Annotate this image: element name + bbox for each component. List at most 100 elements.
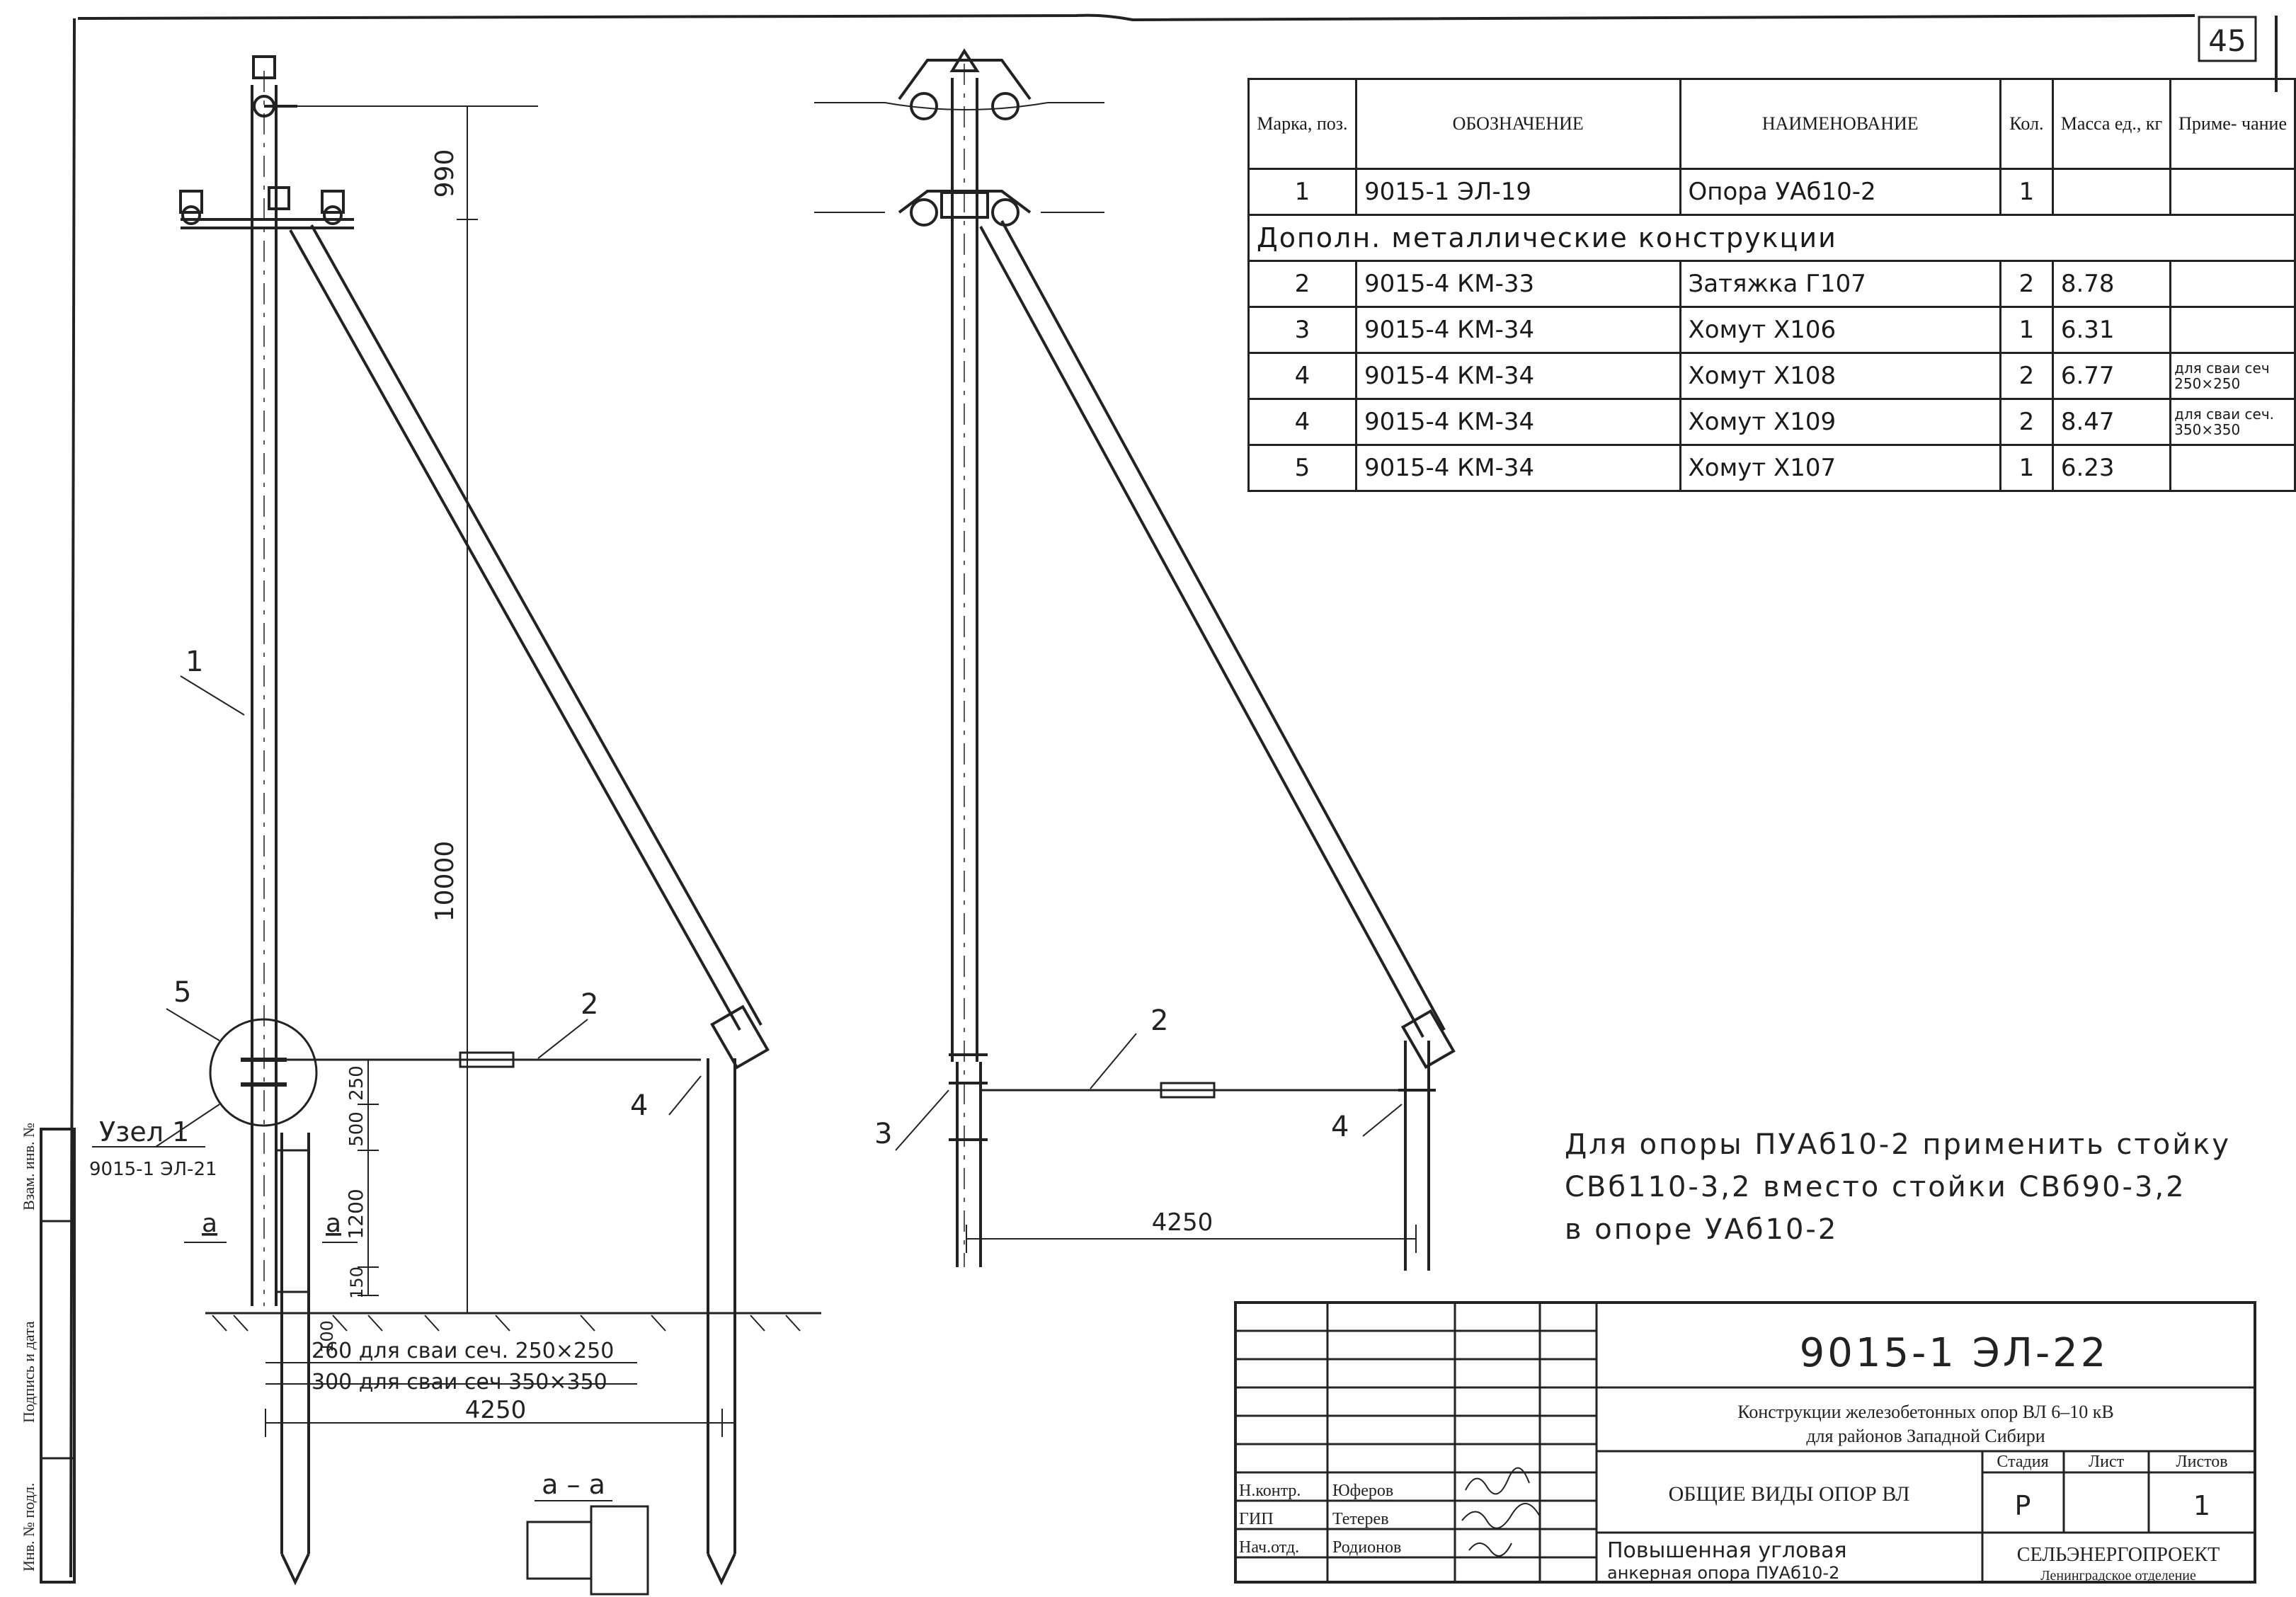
table-row: 4 9015-4 КМ-34 Хомут Х108 2 6.77 для сва… bbox=[1247, 352, 2296, 400]
dim-4250-left: 4250 bbox=[465, 1396, 527, 1424]
right-top-insulator bbox=[814, 48, 1104, 120]
section-mark-right: а bbox=[326, 1209, 341, 1238]
dim-100: 100 bbox=[317, 1320, 337, 1353]
department: Ленинградское отделение bbox=[2040, 1568, 2196, 1584]
spec-header-row: Марка, поз. ОБОЗНАЧЕНИЕ НАИМЕНОВАНИЕ Кол… bbox=[1247, 78, 2296, 170]
cell-designation: 9015-4 КМ-34 bbox=[1354, 306, 1681, 354]
left-leaders bbox=[92, 675, 702, 1501]
dim-250: 250 bbox=[346, 1065, 367, 1101]
cell-mark: 1 bbox=[1247, 168, 1357, 216]
cell-qty: 2 bbox=[1999, 398, 2054, 446]
right-pile bbox=[949, 1053, 988, 1267]
sheet-number-box bbox=[2198, 16, 2257, 62]
right-dimension bbox=[966, 1225, 1417, 1253]
note-line-2: СВб110-3,2 вместо стойки СВб90-3,2 bbox=[1565, 1171, 2186, 1203]
sheets-value: 1 bbox=[2193, 1490, 2210, 1521]
cell-qty: 1 bbox=[1999, 168, 2054, 216]
cell-mark: 5 bbox=[1247, 444, 1357, 492]
cell-mass: 6.31 bbox=[2051, 306, 2172, 354]
callout-1: 1 bbox=[185, 646, 203, 678]
cell-note: для сваи сеч. 350×350 bbox=[2169, 398, 2296, 446]
node-1-circle bbox=[209, 1018, 318, 1127]
sheets-label: Листов bbox=[2176, 1453, 2227, 1471]
dim-990: 990 bbox=[430, 149, 459, 198]
header-qty: Кол. bbox=[1999, 78, 2054, 170]
right-leaders bbox=[895, 1033, 1403, 1151]
sheet-title: ОБЩИЕ ВИДЫ ОПОР ВЛ bbox=[1669, 1482, 1910, 1506]
node-1-ref: 9015-1 ЭЛ-21 bbox=[89, 1159, 217, 1180]
organization: СЕЛЬЭНЕРГОПРОЕКТ bbox=[2017, 1544, 2220, 1566]
note-line-1: Для опоры ПУАб10-2 применить стойку bbox=[1565, 1128, 2231, 1161]
header-note: Приме- чание bbox=[2169, 78, 2296, 170]
cell-mass: 8.47 bbox=[2051, 398, 2172, 446]
left-tie-rod bbox=[276, 1051, 701, 1068]
left-view bbox=[92, 55, 821, 1596]
left-insulator-top bbox=[252, 55, 538, 118]
role-1-name: Юферов bbox=[1332, 1482, 1393, 1500]
cell-qty: 2 bbox=[1999, 260, 2054, 308]
cell-name: Хомут Х108 bbox=[1679, 352, 2001, 400]
callout-4-right: 4 bbox=[1331, 1111, 1349, 1143]
cell-note bbox=[2169, 260, 2296, 308]
role-3-name: Родионов bbox=[1332, 1538, 1401, 1557]
drawing-name-1: Повышенная угловая bbox=[1607, 1538, 1847, 1563]
cell-name: Опора УАб10-2 bbox=[1679, 168, 2001, 216]
table-row: 4 9015-4 КМ-34 Хомут Х109 2 8.47 для сва… bbox=[1247, 398, 2296, 446]
dim-500: 500 bbox=[346, 1111, 367, 1147]
header-name: НАИМЕНОВАНИЕ bbox=[1679, 78, 2001, 170]
header-mass: Масса ед., кг bbox=[2051, 78, 2172, 170]
spec-table: Марка, поз. ОБОЗНАЧЕНИЕ НАИМЕНОВАНИЕ Кол… bbox=[1247, 78, 2296, 492]
dim-10000: 10000 bbox=[430, 841, 459, 922]
right-main-pole bbox=[951, 64, 978, 1267]
cell-designation: 9015-4 КМ-34 bbox=[1354, 444, 1681, 492]
table-row: 3 9015-4 КМ-34 Хомут Х106 1 6.31 bbox=[1247, 306, 2296, 354]
dim-4250-right: 4250 bbox=[1152, 1208, 1213, 1237]
cell-designation: 9015-4 КМ-34 bbox=[1354, 352, 1681, 400]
cell-designation: 9015-4 КМ-33 bbox=[1354, 260, 1681, 308]
cell-name: Хомут Х109 bbox=[1679, 398, 2001, 446]
left-dimensions bbox=[265, 105, 736, 1437]
cell-name: Хомут Х106 bbox=[1679, 306, 2001, 354]
right-brace-pile bbox=[1398, 1041, 1436, 1271]
pile-note-1: 260 для сваи сеч. 250×250 bbox=[312, 1339, 614, 1363]
cell-mark: 2 bbox=[1247, 260, 1357, 308]
cell-note bbox=[2169, 444, 2296, 492]
callout-2-right: 2 bbox=[1150, 1004, 1168, 1037]
margin-label-2: Подпись и дата bbox=[20, 1321, 38, 1423]
header-mark: Марка, поз. bbox=[1247, 78, 1357, 170]
project-line-1: Конструкции железобетонных опор ВЛ 6–10 … bbox=[1737, 1402, 2113, 1422]
right-view bbox=[814, 48, 1456, 1271]
sheet-label: Лист bbox=[2089, 1453, 2125, 1471]
cell-mark: 4 bbox=[1247, 352, 1357, 400]
stage-label: Стадия bbox=[1997, 1453, 2048, 1471]
callout-5: 5 bbox=[173, 976, 191, 1009]
table-row: 5 9015-4 КМ-34 Хомут Х107 1 6.23 bbox=[1247, 444, 2296, 492]
section-title: Дополн. металлические конструкции bbox=[1247, 214, 2296, 262]
dim-150: 150 bbox=[347, 1266, 367, 1299]
callout-2-left: 2 bbox=[581, 988, 598, 1021]
dim-1200: 1200 bbox=[344, 1189, 367, 1239]
right-crossarm bbox=[814, 190, 1104, 227]
left-crossarm bbox=[179, 186, 354, 229]
cell-mass: 6.77 bbox=[2051, 352, 2172, 400]
left-main-pile bbox=[276, 1133, 310, 1586]
margin-stamp: Инв. № подл. Подпись и дата Взам. инв. № bbox=[20, 1123, 76, 1584]
title-code: 9015-1 ЭЛ-22 bbox=[1800, 1330, 2109, 1376]
margin-label-1: Инв. № подл. bbox=[20, 1483, 38, 1572]
pile-note-2: 300 для сваи сеч 350×350 bbox=[312, 1370, 607, 1395]
cell-name: Затяжка Г107 bbox=[1679, 260, 2001, 308]
section-a-a-sketch bbox=[526, 1505, 649, 1596]
node-1-label: Узел 1 bbox=[99, 1116, 189, 1147]
table-row: 1 9015-1 ЭЛ-19 Опора УАб10-2 1 bbox=[1247, 168, 2296, 216]
cell-qty: 2 bbox=[1999, 352, 2054, 400]
role-3: Нач.отд. bbox=[1239, 1538, 1299, 1557]
cell-designation: 9015-4 КМ-34 bbox=[1354, 398, 1681, 446]
left-main-pole bbox=[251, 71, 278, 1306]
cell-mass: 6.23 bbox=[2051, 444, 2172, 492]
drawing-name-2: анкерная опора ПУАб10-2 bbox=[1607, 1563, 1839, 1583]
right-tie-rod bbox=[981, 1082, 1405, 1099]
section-row: Дополн. металлические конструкции bbox=[1247, 214, 2296, 262]
header-designation: ОБОЗНАЧЕНИЕ bbox=[1354, 78, 1681, 170]
project-line-2: для районов Западной Сибири bbox=[1806, 1426, 2045, 1446]
